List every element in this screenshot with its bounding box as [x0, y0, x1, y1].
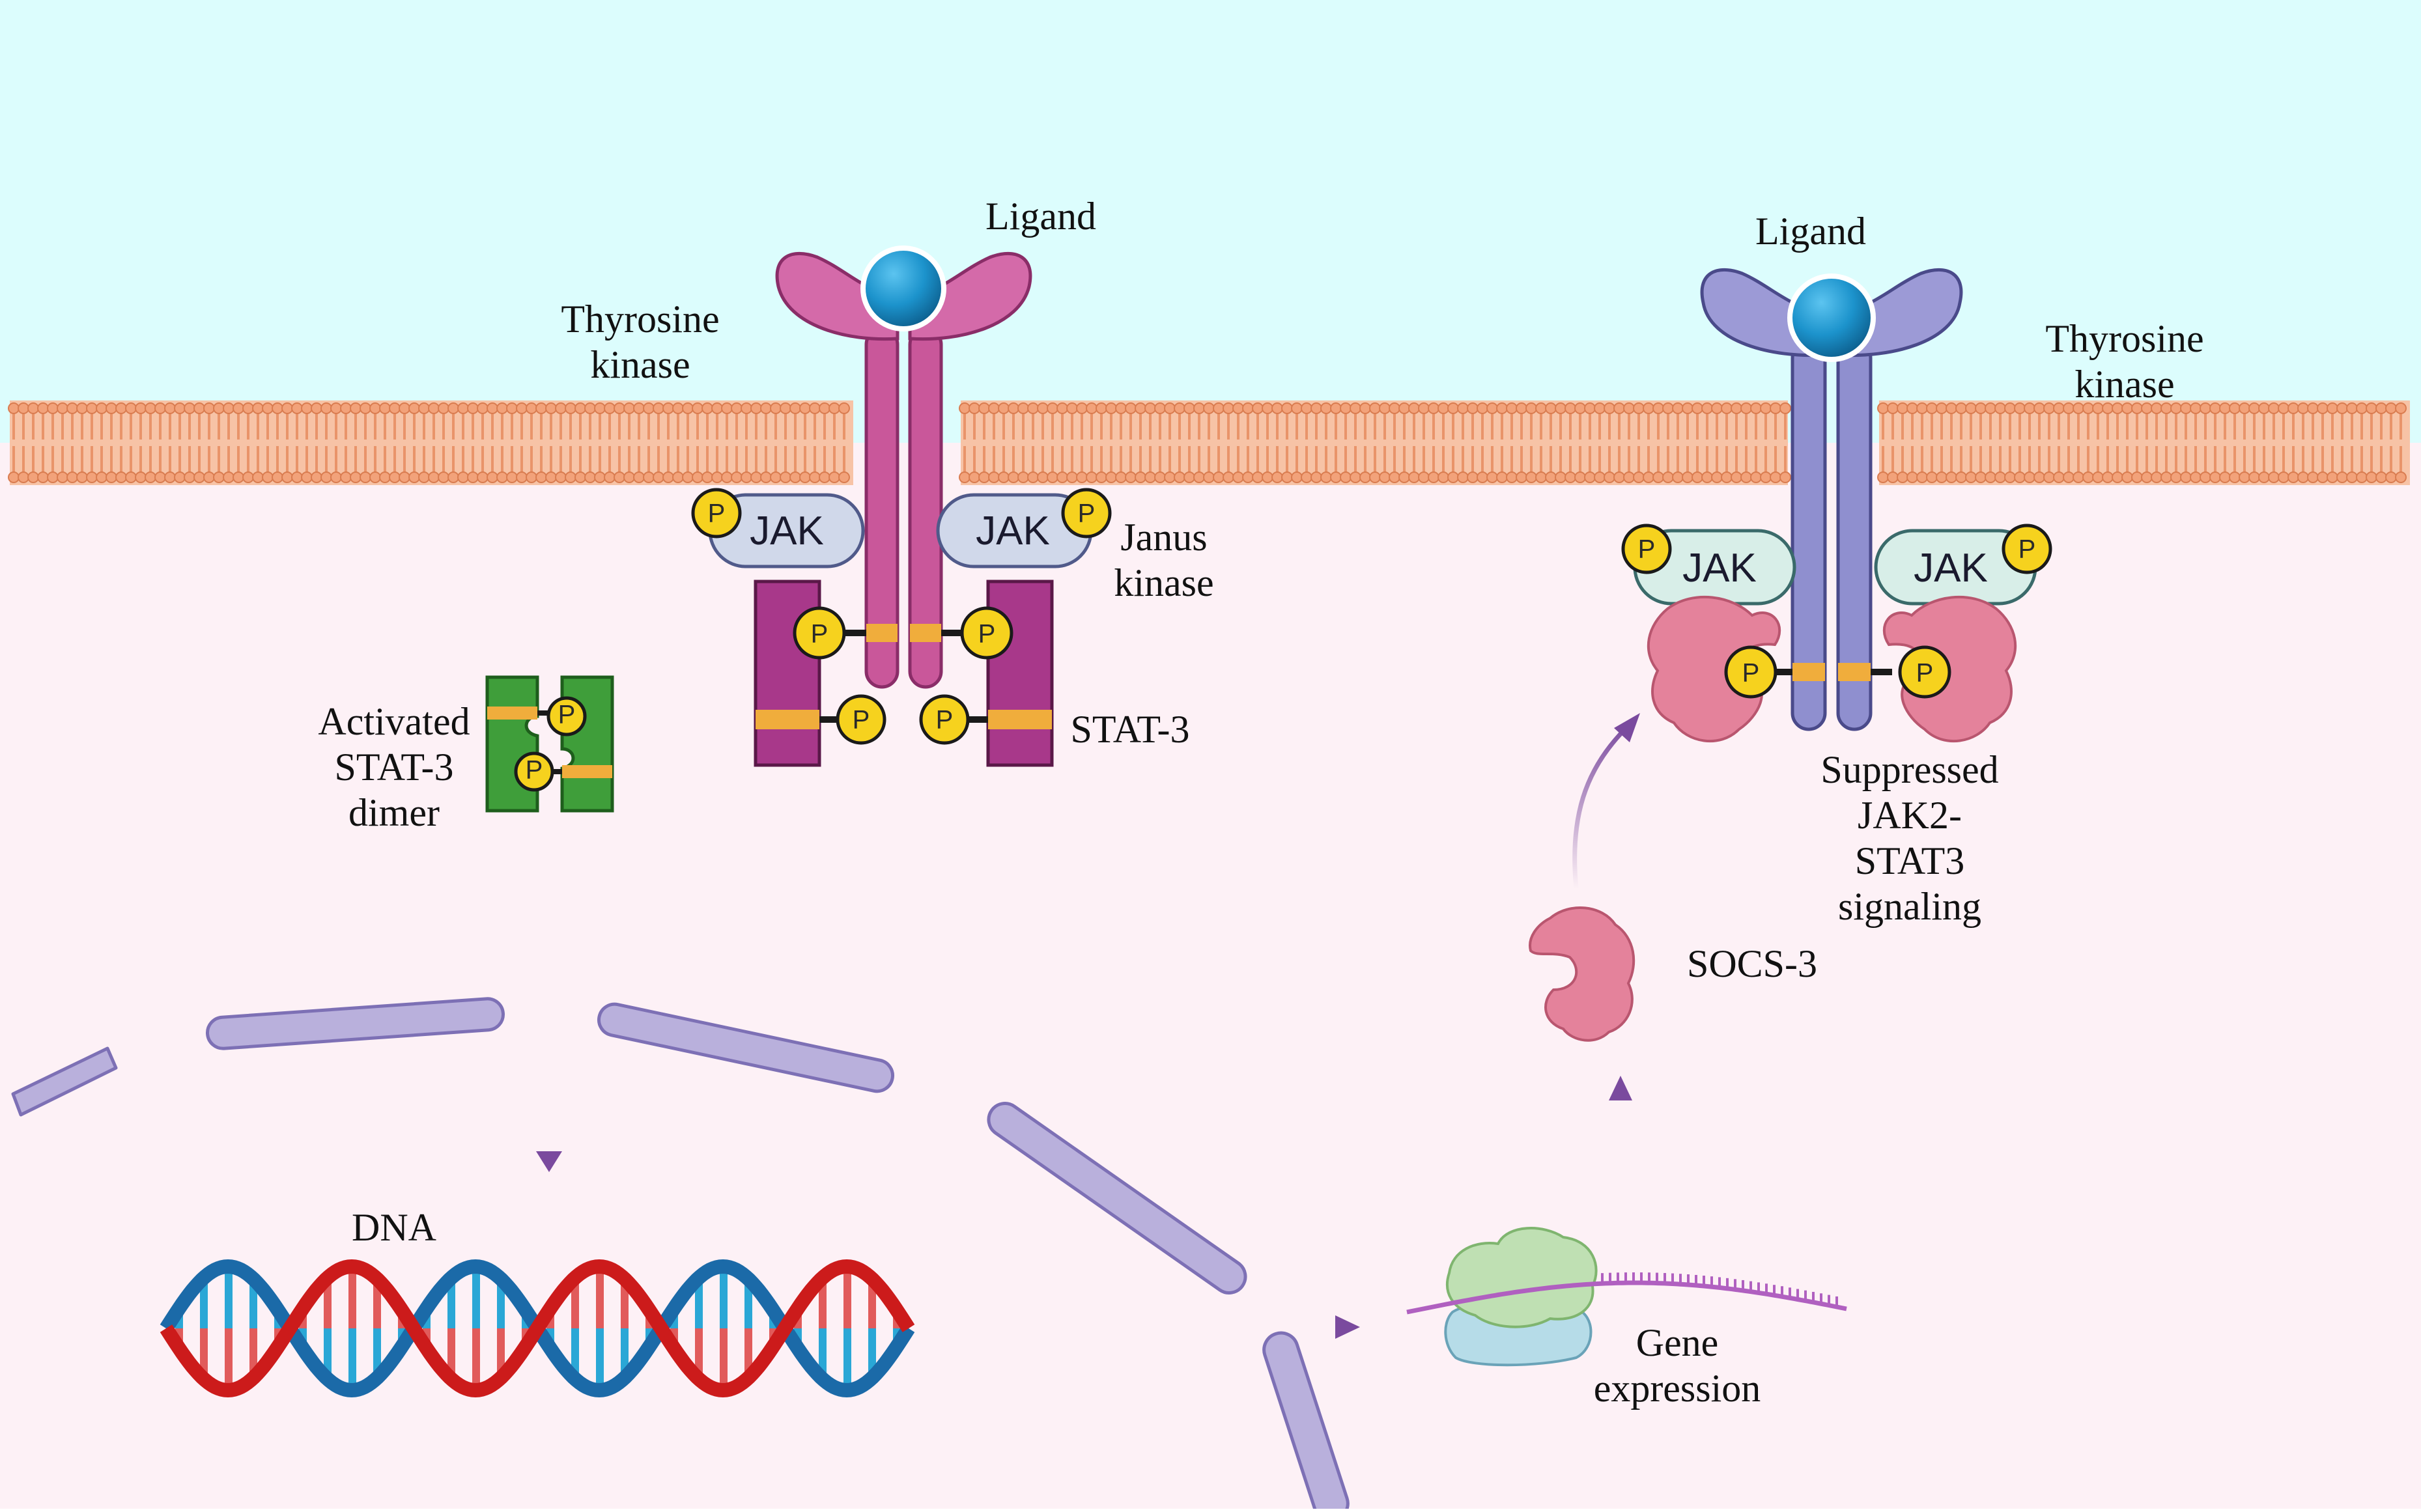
label-gene-expression-line1: Gene [1636, 1321, 1719, 1364]
label-tyrosine-kinase-right-line2: kinase [2074, 363, 2174, 406]
svg-text:JAK: JAK [976, 509, 1050, 553]
jak-right-a: JAK [1633, 529, 1796, 606]
ligand-left [860, 245, 946, 331]
ligand-right [1787, 273, 1876, 362]
label-activated-dimer-line3: dimer [348, 791, 440, 834]
phosphate-label: P [526, 756, 543, 785]
arrow-socs3-to-receptor [1572, 713, 1640, 889]
label-activated-dimer-line1: Activated [318, 700, 470, 743]
phosphate-label: P [1916, 658, 1934, 687]
label-janus-kinase-line1: Janus [1120, 516, 1207, 559]
phosphate-label: P [1078, 499, 1096, 528]
label-suppressed-line2: JAK2- [1858, 794, 1962, 837]
label-suppressed-line4: signaling [1838, 885, 1981, 928]
label-gene-expression-line2: expression [1594, 1367, 1761, 1410]
phosphate-icon [1724, 645, 1777, 699]
label-tyrosine-kinase-left-line2: kinase [590, 343, 690, 386]
label-ligand-left: Ligand [985, 195, 1096, 238]
jak-left-a: JAK [708, 493, 865, 568]
jak-left-b: JAK [936, 493, 1093, 568]
socs3-bound-left [1647, 595, 1781, 743]
phosphate-icon [1621, 524, 1672, 574]
label-ligand-right: Ligand [1755, 210, 1866, 253]
phosphate-label: P [936, 706, 954, 735]
dna-helix [160, 1259, 915, 1398]
svg-text:JAK: JAK [1914, 546, 1988, 591]
svg-text:JAK: JAK [1682, 546, 1757, 591]
phosphate-label: P [1638, 535, 1656, 564]
extracellular-space [0, 0, 2421, 443]
svg-text:JAK: JAK [750, 509, 824, 553]
phosphate-icon [546, 696, 587, 736]
phosphate-icon [793, 606, 846, 660]
phosphate-icon [1898, 645, 1951, 699]
phosphate-label: P [978, 619, 996, 648]
label-activated-dimer-line2: STAT-3 [334, 746, 453, 789]
arrow-dna-to-gene-expression [977, 1315, 1360, 1339]
phosphate-icon [691, 488, 742, 539]
label-suppressed-line3: STAT3 [1855, 839, 1965, 882]
phosphate-icon [1061, 488, 1112, 539]
label-tyrosine-kinase-left-line1: Thyrosine [561, 298, 719, 341]
label-socs3: SOCS-3 [1687, 942, 1817, 985]
phosphate-label: P [708, 499, 726, 528]
phosphate-icon [514, 751, 554, 792]
label-suppressed-line1: Suppressed [1820, 748, 1998, 791]
socs3-free [1529, 906, 1635, 1042]
phosphate-icon [919, 694, 970, 745]
cell-membrane [8, 400, 2410, 485]
label-janus-kinase-line2: kinase [1114, 561, 1213, 604]
phosphate-label: P [2018, 535, 2036, 564]
phosphate-icon [2002, 524, 2052, 574]
phosphate-icon [960, 606, 1013, 660]
phosphate-label: P [853, 706, 870, 735]
label-stat3: STAT-3 [1070, 708, 1189, 751]
label-dna: DNA [352, 1206, 436, 1249]
phosphate-label: P [558, 701, 576, 729]
receptor-left [775, 251, 1032, 689]
label-tyrosine-kinase-right-line1: Thyrosine [2045, 317, 2203, 360]
phosphate-label: P [1742, 658, 1760, 687]
ribosome [1444, 1227, 1598, 1367]
arrow-dimer-to-dna [536, 860, 562, 1172]
nuclear-envelope [11, 997, 1350, 1512]
phosphate-label: P [811, 619, 828, 648]
mrna-bases [1601, 1272, 1838, 1307]
arrow-gene-to-socs3 [1609, 1076, 1632, 1224]
phosphate-icon [836, 694, 886, 745]
